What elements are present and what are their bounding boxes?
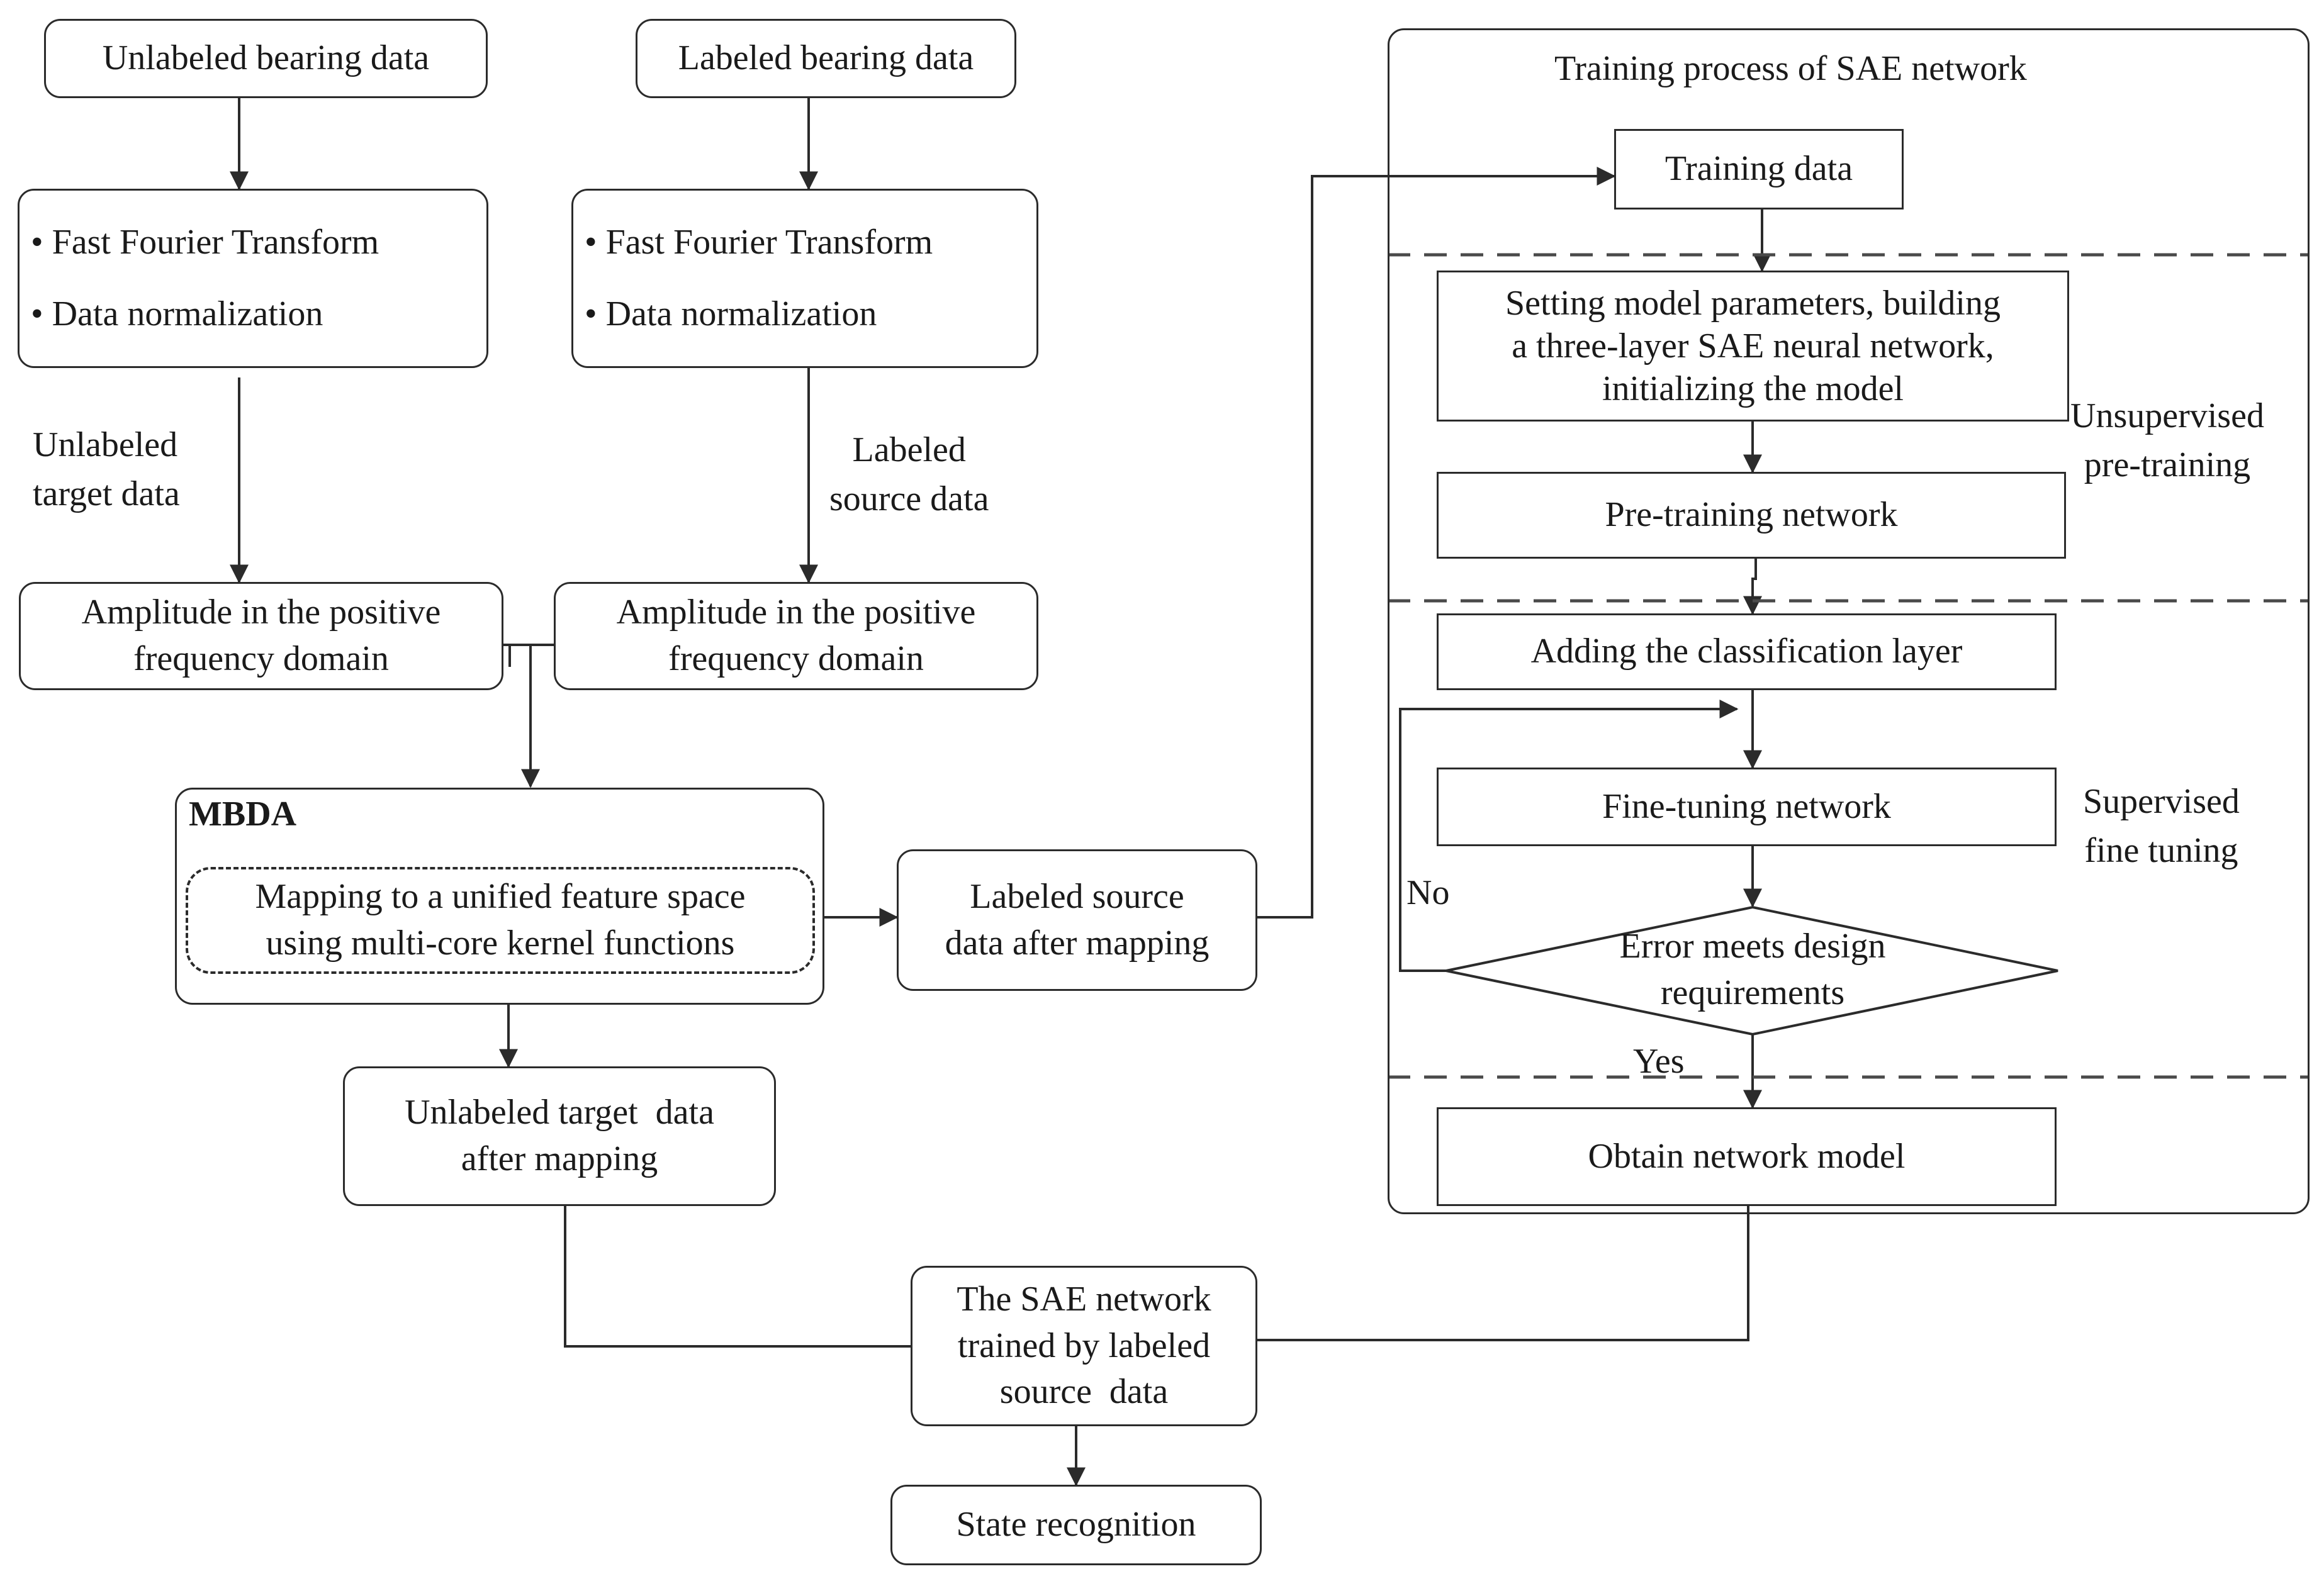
labeled-source-data-label: Labeled source data <box>829 430 989 519</box>
add-classification-box: Adding the classification layer <box>1437 613 2057 690</box>
amplitude-left-text: Amplitude in the positive frequency doma… <box>81 593 441 678</box>
arrow-mapped-to-training-data <box>1257 167 1616 919</box>
preprocess-right-item: Data normalization <box>585 291 877 338</box>
preprocess-left-item: Data normalization <box>31 291 323 338</box>
yes-label: Yes <box>1633 1042 1685 1081</box>
training-data-box: Training data <box>1614 129 1904 209</box>
connector-model-to-sae <box>1257 1206 1749 1341</box>
setting-params-text: Setting model parameters, building a thr… <box>1505 283 2001 409</box>
preprocess-right-box: Fast Fourier TransformData normalization <box>571 189 1038 368</box>
labeled-after-mapping-box: Labeled source data after mapping <box>897 849 1257 991</box>
unlabeled-after-mapping-text: Unlabeled target data after mapping <box>405 1093 714 1178</box>
fine-tuning-box: Fine-tuning network <box>1437 768 2057 846</box>
unsupervised-pretraining-label: Unsupervised pre-training <box>2070 396 2264 485</box>
labeled-after-mapping-text: Labeled source data after mapping <box>945 876 1210 963</box>
state-recognition-text: State recognition <box>956 1505 1196 1545</box>
decision-diamond <box>1445 905 2058 1036</box>
obtain-model-text: Obtain network model <box>1588 1136 1906 1176</box>
sae-trained-text: The SAE network trained by labeled sourc… <box>957 1279 1211 1412</box>
labeled-bearing-data-box: Labeled bearing data <box>636 19 1016 98</box>
unlabeled-after-mapping-box: Unlabeled target data after mapping <box>343 1066 776 1206</box>
amplitude-left-box: Amplitude in the positive frequency doma… <box>19 582 503 690</box>
training-process-frame <box>1388 28 2310 1214</box>
arrow-pretrain-to-classification <box>1743 559 1762 615</box>
amplitude-right-text: Amplitude in the positive frequency doma… <box>616 593 976 678</box>
connector-unlabeled-to-sae <box>564 1206 911 1348</box>
amplitude-right-box: Amplitude in the positive frequency doma… <box>554 582 1038 690</box>
preprocess-right-item: Fast Fourier Transform <box>585 220 933 266</box>
setting-params-box: Setting model parameters, building a thr… <box>1437 271 2069 422</box>
arrow-decision-no-loop <box>1399 700 1739 972</box>
error-check-text: Error meets design requirements <box>1619 927 1886 1012</box>
fine-tuning-text: Fine-tuning network <box>1602 786 1891 826</box>
state-recognition-box: State recognition <box>890 1485 1262 1565</box>
preprocess-left-item: Fast Fourier Transform <box>31 220 379 266</box>
sae-trained-box: The SAE network trained by labeled sourc… <box>911 1266 1257 1426</box>
supervised-finetuning-label: Supervised fine tuning <box>2083 782 2240 871</box>
training-data-text: Training data <box>1664 149 1853 189</box>
pretraining-box: Pre-training network <box>1437 472 2066 559</box>
unlabeled-target-data-label: Unlabeled target data <box>33 425 180 514</box>
mbda-title: MBDA <box>189 795 297 834</box>
mbda-mapping-box: Mapping to a unified feature space using… <box>186 867 815 974</box>
training-process-title: Training process of SAE network <box>1554 49 2027 88</box>
add-classification-text: Adding the classification layer <box>1530 632 1963 671</box>
labeled-bearing-data-text: Labeled bearing data <box>678 38 974 78</box>
no-label: No <box>1406 873 1450 912</box>
obtain-model-box: Obtain network model <box>1437 1107 2057 1206</box>
unlabeled-bearing-data-text: Unlabeled bearing data <box>102 38 430 78</box>
mbda-mapping-text: Mapping to a unified feature space using… <box>255 877 746 963</box>
unlabeled-bearing-data-box: Unlabeled bearing data <box>44 19 488 98</box>
preprocess-left-box: Fast Fourier TransformData normalization <box>18 189 488 368</box>
pretraining-text: Pre-training network <box>1605 495 1898 535</box>
